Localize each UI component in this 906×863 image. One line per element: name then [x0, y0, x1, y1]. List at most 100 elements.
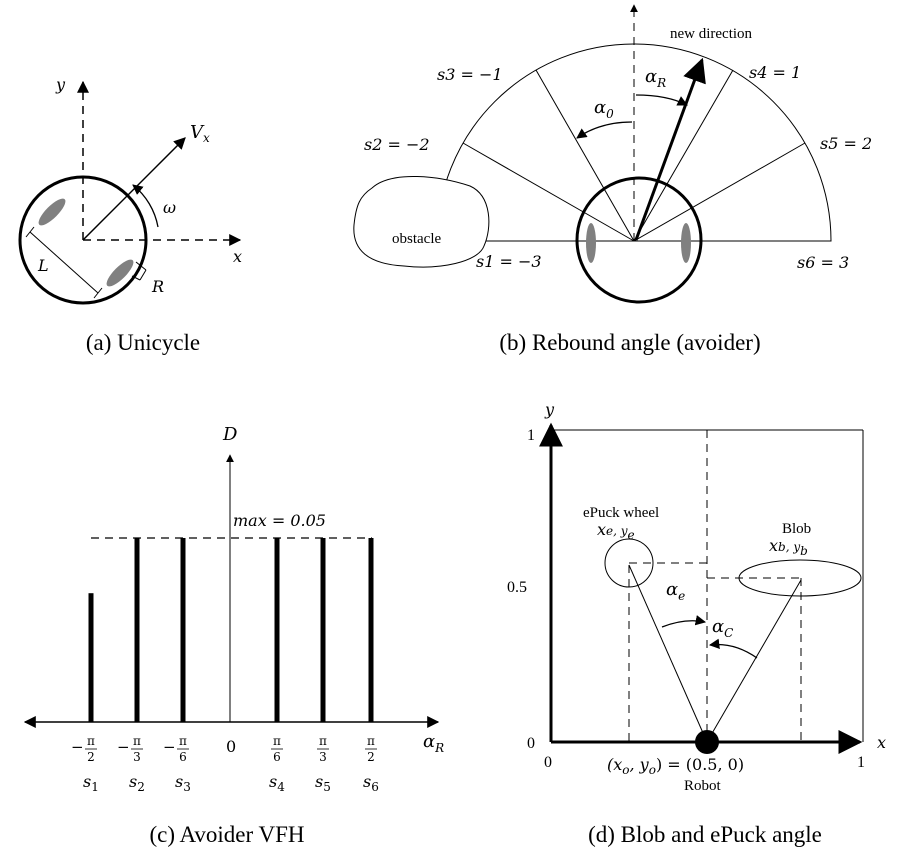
new-direction-label: new direction	[670, 26, 753, 42]
x-label: x	[233, 247, 242, 266]
svg-text:2: 2	[367, 750, 375, 764]
svg-text:3: 3	[133, 750, 141, 764]
obstacle-shape	[353, 175, 490, 268]
tick-x-0: 0	[544, 754, 552, 771]
sector-label-s4: s4	[269, 772, 285, 794]
tick-y-1: 1	[527, 427, 535, 444]
panel-unicycle: y x Vx ω L R (a) Unicycle	[18, 75, 242, 355]
bar-s6	[368, 538, 374, 722]
radius-mark-c	[131, 275, 141, 281]
robot-label: Robot	[684, 778, 722, 794]
radius-label: R	[151, 277, 164, 296]
svg-text:2: 2	[87, 750, 95, 764]
caption-c: (c) Avoider VFH	[149, 822, 304, 847]
alpha-e-arc	[661, 615, 707, 628]
svg-text:−: −	[163, 738, 176, 756]
svg-text:3: 3	[319, 750, 327, 764]
alpha-0-arc	[576, 121, 633, 139]
x-axis-label: αR	[423, 731, 444, 755]
sector-line-4	[633, 142, 806, 242]
y-label: y	[55, 75, 66, 94]
robot-body-circle	[18, 175, 148, 305]
wheelbase-label: L	[37, 256, 49, 275]
sector-label-s2: s2	[129, 772, 145, 794]
blob-ellipse	[738, 559, 862, 597]
sector-label-s5: s5	[315, 772, 331, 794]
alpha-r-label: αR	[645, 66, 666, 90]
caption-b: (b) Rebound angle (avoider)	[499, 330, 760, 355]
sector-label-s6: s6	[363, 772, 379, 794]
robot-coords: (xo, yo) = (0.5, 0)	[607, 755, 744, 777]
robot-dot	[695, 730, 719, 754]
sector-label-s5: s5 = 2	[820, 134, 872, 153]
svg-text:−: −	[71, 738, 84, 756]
radius-mark-a	[135, 261, 147, 271]
svg-text:π: π	[133, 734, 141, 748]
sector-line-3	[633, 69, 734, 242]
wheelbase-line	[29, 231, 99, 294]
wheel-right	[106, 259, 134, 287]
svg-text:π: π	[179, 734, 187, 748]
sector-label-s3: s3	[175, 772, 191, 794]
x-label: x	[877, 733, 886, 752]
epuck-coords: xe, ye	[597, 520, 635, 542]
alpha-0-label: α0	[594, 97, 614, 121]
caption-a: (a) Unicycle	[86, 330, 200, 355]
alpha-r-arc	[635, 94, 688, 106]
panel-rebound: new direction obstacle αR α0 s1 = −3 s2 …	[353, 4, 872, 355]
velocity-label: Vx	[190, 122, 210, 145]
y-axis-label: D	[222, 424, 238, 445]
tick-label-s5: π3	[317, 734, 329, 764]
bar-s4	[274, 538, 280, 722]
robot-body-circle	[575, 176, 703, 304]
new-direction-arrow	[634, 57, 706, 241]
svg-text:π: π	[273, 734, 281, 748]
svg-text:π: π	[367, 734, 375, 748]
tick-label-s6: π2	[365, 734, 377, 764]
zero-tick: 0	[226, 737, 236, 756]
tick-label-s1: −π 2	[71, 734, 97, 764]
wheelbase-tick-a	[25, 226, 35, 238]
obstacle-label: obstacle	[392, 231, 441, 247]
sector-label-s2: s2 = −2	[364, 135, 430, 154]
svg-text:−: −	[117, 738, 130, 756]
wheel-left	[586, 223, 596, 263]
epuck-wheel-circle	[604, 538, 654, 588]
blob-coords: xb, yb	[769, 536, 808, 558]
tick-label-s4: π6	[271, 734, 283, 764]
tick-label-s3: −π 6	[163, 734, 189, 764]
svg-text:6: 6	[273, 750, 281, 764]
sector-line-1	[462, 142, 635, 242]
wheelbase-tick-b	[93, 287, 103, 299]
sector-label-s1: s1 = −3	[476, 252, 542, 271]
line-to-blob	[706, 579, 802, 743]
bar-s3	[180, 538, 186, 722]
svg-text:6: 6	[179, 750, 187, 764]
sector-label-s1: s1	[83, 772, 99, 794]
radius-mark-b	[139, 269, 147, 281]
blob-label: Blob	[782, 521, 811, 537]
bar-s5	[320, 538, 326, 722]
caption-d: (d) Blob and ePuck angle	[588, 822, 822, 847]
epuck-label: ePuck wheel	[583, 505, 659, 521]
tick-y-0: 0	[527, 735, 535, 752]
velocity-vector	[82, 137, 186, 241]
bar-s1	[88, 593, 94, 722]
max-label: max = 0.05	[233, 511, 326, 530]
sector-label-s4: s4 = 1	[749, 63, 801, 82]
bar-s2	[134, 538, 140, 722]
svg-text:π: π	[319, 734, 327, 748]
tick-label-s2: −π 3	[117, 734, 143, 764]
sector-label-s3: s3 = −1	[437, 65, 503, 84]
alpha-e-label: αe	[666, 579, 685, 603]
semicircle	[436, 43, 832, 242]
omega-arc	[132, 184, 159, 228]
line-to-epuck	[628, 564, 708, 743]
wheel-right	[681, 223, 691, 263]
alpha-c-label: αC	[712, 616, 733, 640]
alpha-c-arc	[708, 638, 758, 659]
svg-text:π: π	[87, 734, 95, 748]
y-label: y	[544, 400, 555, 419]
wheel-left	[38, 198, 66, 226]
